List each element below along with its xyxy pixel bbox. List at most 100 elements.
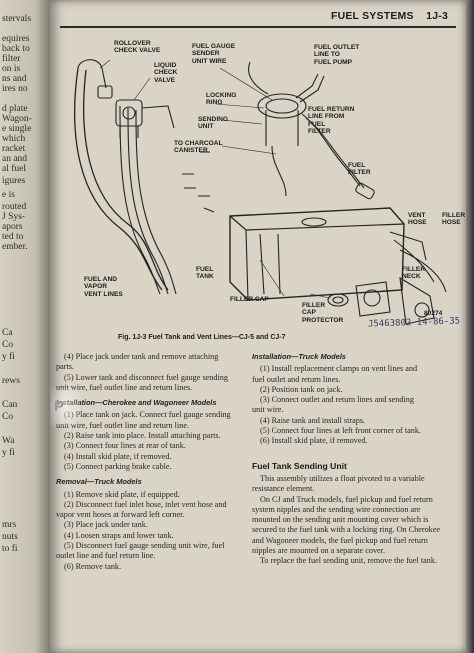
watermark-letter: P	[54, 398, 65, 415]
label-fuel-tank: FUEL TANK	[196, 266, 214, 281]
procedure-step: (4) Raise tank and install straps.	[260, 415, 366, 425]
manual-page: FUEL SYSTEMS 1J-3	[50, 0, 466, 653]
subheading-removal-truck: Removal—Truck Models	[56, 477, 142, 487]
subheading-install-cherokee: Installation—Cherokee and Wagoneer Model…	[56, 398, 217, 408]
spine-text-fragment: on is	[2, 64, 21, 74]
spine-text-fragment: Co	[2, 412, 14, 422]
label-fuel-return-line: FUEL RETURN LINE FROM FUEL FILTER	[308, 106, 355, 136]
paragraph-line: resistance element.	[252, 484, 315, 494]
page-smudge	[50, 388, 80, 426]
procedure-step: outlet line and fuel return line.	[56, 551, 156, 561]
spine-text-fragment: to fi	[2, 544, 18, 554]
label-filler-neck: FILLER NECK	[402, 266, 426, 281]
spine-text-fragment: back to	[2, 44, 30, 54]
text-line: parts.	[56, 362, 74, 372]
procedure-step: (5) Connect four lines at left front cor…	[260, 426, 421, 436]
page-edge-shadow	[466, 0, 474, 653]
label-fuel-gauge-sender-wire: FUEL GAUGE SENDER UNIT WIRE	[192, 43, 236, 65]
section-title: FUEL SYSTEMS	[330, 10, 414, 22]
spine-text-fragment: mrs	[2, 520, 17, 530]
spine-text-fragment: apors	[2, 222, 23, 232]
procedure-step: (5) Connect parking brake cable.	[64, 461, 172, 471]
procedure-step: (1) Place tank on jack. Connect fuel gau…	[64, 410, 231, 420]
procedure-step: (2) Disconnect fuel inlet hose, inlet ve…	[64, 499, 227, 509]
spine-text-fragment: e single	[2, 124, 32, 134]
procedure-step: (1) Install replacement clamps on vent l…	[260, 364, 418, 374]
spine-text-fragment: Co	[2, 340, 14, 350]
procedure-step: (5) Disconnect fuel gauge sending unit w…	[64, 541, 225, 551]
spine-text-fragment: Ca	[2, 328, 13, 338]
spine-text-fragment: e is	[2, 190, 15, 200]
procedure-step: (3) Connect four lines at rear of tank.	[64, 441, 186, 451]
procedure-step: (4) Loosen straps and lower tank.	[64, 530, 174, 540]
label-rollover-check-valve: ROLLOVER CHECK VALVE	[114, 40, 161, 55]
label-filler-cap: FILLER CAP	[230, 296, 269, 303]
header-rule	[60, 26, 456, 28]
spine-text-fragment: igures	[2, 176, 26, 186]
spine-text-fragment: ires no	[2, 84, 28, 94]
paragraph-line: This assembly utilizes a float pivoted t…	[260, 473, 425, 483]
spine-text-fragment: J Sys-	[2, 212, 25, 222]
procedure-step: (3) Connect outlet and return lines and …	[260, 395, 414, 405]
label-locking-ring: LOCKING RING	[206, 92, 237, 107]
spine-text-fragment: stervals	[2, 14, 32, 24]
paragraph-line: nipples are mounted on a separate cover.	[252, 546, 385, 556]
procedure-step: (6) Install skid plate, if removed.	[260, 436, 368, 446]
procedure-step: (3) Place jack under tank.	[64, 520, 148, 530]
spine-text-fragment: ember.	[2, 242, 28, 252]
text-line: (5) Lower tank and disconnect fuel gauge…	[64, 372, 228, 382]
spine-text-fragment: y fi	[2, 448, 15, 458]
spine-text-fragment: ns and	[2, 74, 27, 84]
procedure-step: (4) Install skid plate, if removed.	[64, 451, 172, 461]
spine-text-fragment: Wagon-	[2, 114, 32, 124]
label-vent-hose: VENT HOSE	[408, 212, 427, 227]
spine-text-fragment: Can	[2, 400, 18, 410]
label-filler-hose: FILLER HOSE	[442, 212, 466, 227]
spine-text-fragment: ted to	[2, 232, 24, 242]
spine-text-fragment: al fuel	[2, 164, 27, 174]
paragraph-line: secured to the fuel tank with a locking …	[252, 525, 441, 535]
procedure-step: vapor vent hoses at forward left corner.	[56, 510, 185, 520]
paragraph-line: and Wagoneer models, the fuel pickup and…	[252, 535, 428, 545]
paragraph-line: On CJ and Truck models, fuel pickup and …	[260, 494, 433, 504]
spine-text-fragment: routed	[2, 202, 27, 212]
label-fuel-vapor-vent-lines: FUEL AND VAPOR VENT LINES	[84, 276, 123, 298]
left-text-column: (4) Place jack under tank and remove att…	[56, 352, 242, 572]
paragraph-line: mounted on the sending unit mounting cov…	[252, 515, 429, 525]
label-sending-unit: SENDING UNIT	[198, 116, 229, 131]
label-charcoal-canister: TO CHARCOAL CANISTER	[174, 140, 223, 155]
paragraph-line: To replace the fuel sending unit, remove…	[260, 556, 437, 566]
spine-text-fragment: which	[2, 134, 26, 144]
spine-text-fragment: equires	[2, 34, 30, 44]
label-fuel-filter: FUEL FILTER	[348, 162, 371, 177]
procedure-step: (2) Position tank on jack.	[260, 384, 343, 394]
label-filler-cap-protector: FILLER CAP PROTECTOR	[302, 302, 344, 324]
spine-text-fragment: Wa	[2, 436, 15, 446]
label-figure-number: 80274	[424, 310, 443, 317]
right-text-column: Installation—Truck Models (1) Install re…	[252, 352, 462, 567]
running-head: FUEL SYSTEMS 1J-3	[331, 10, 448, 22]
spine-text-fragment: nuts	[2, 532, 18, 542]
spine-text-fragment: racket	[2, 144, 26, 154]
page-number: 1J-3	[426, 10, 448, 22]
spine-text-fragment: y fi	[2, 352, 15, 362]
figure-caption: Fig. 1J-3 Fuel Tank and Vent Lines—CJ-5 …	[118, 334, 286, 341]
spine-text-fragment: d plate	[2, 104, 28, 114]
procedure-step: unit wire, fuel outlet line and return l…	[56, 420, 190, 430]
fuel-tank-diagram	[74, 59, 447, 325]
subheading-install-truck: Installation—Truck Models	[252, 352, 346, 361]
paragraph-line: system nipples and the sending wire conn…	[252, 504, 421, 514]
procedure-step: fuel outlet and return lines.	[252, 374, 341, 384]
spine-text-fragment: rews	[2, 376, 20, 386]
procedure-step: (6) Remove tank.	[64, 561, 122, 571]
procedure-step: (1) Remove skid plate, if equipped.	[64, 489, 180, 499]
spine-text-fragment: an and	[2, 154, 28, 164]
text-line: (4) Place jack under tank and remove att…	[64, 352, 219, 361]
spine-text-fragment: filter	[2, 54, 21, 64]
label-fuel-outlet-line: FUEL OUTLET LINE TO FUEL PUMP	[314, 44, 360, 66]
text-line: unit wire, fuel outlet line and return l…	[56, 382, 193, 392]
label-liquid-check-valve: LIQUID CHECK VALVE	[154, 62, 178, 84]
heading-sending-unit: Fuel Tank Sending Unit	[252, 460, 347, 471]
procedure-step: unit wire.	[252, 405, 284, 415]
